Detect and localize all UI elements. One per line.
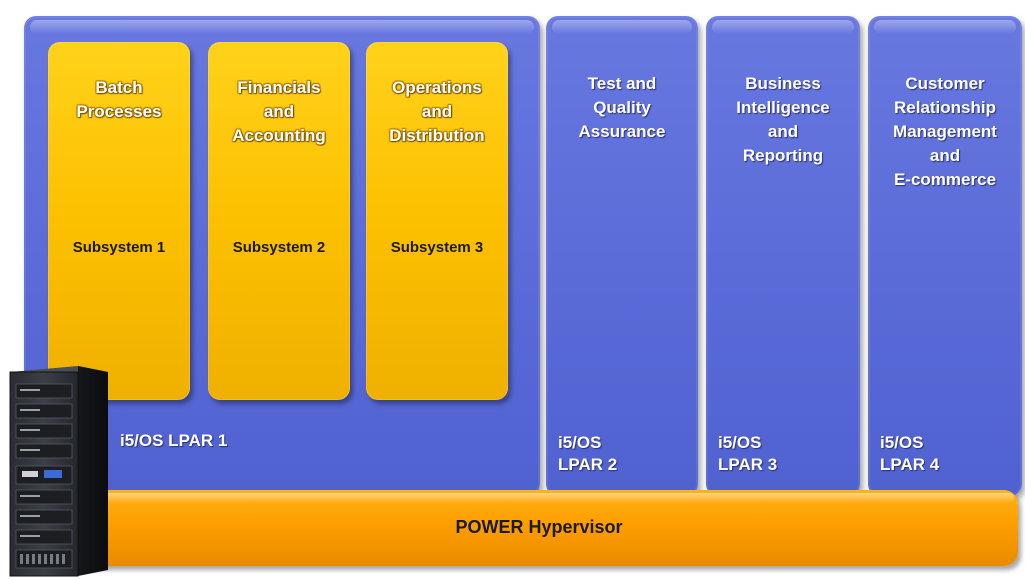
hypervisor-label: POWER Hypervisor [455, 517, 623, 537]
lpar-4-panel: Customer Relationship Management and E-c… [868, 16, 1022, 496]
subsystem-2-panel: Financials and Accounting Subsystem 2 [208, 42, 350, 400]
hypervisor-bar: POWER Hypervisor [60, 490, 1018, 566]
lpar-3-panel: Business Intelligence and Reporting i5/O… [706, 16, 860, 496]
lpar-3-title: Business Intelligence and Reporting [736, 74, 830, 165]
subsystem-2-label: Subsystem 2 [232, 239, 326, 256]
subsystem-1-label: Subsystem 1 [72, 239, 166, 256]
subsystem-1-title: Batch Processes [76, 78, 162, 121]
lpar-1-label: i5/OS LPAR 1 [120, 431, 228, 450]
subsystem-3-title: Operations and Distribution [389, 78, 485, 145]
lpar-2-title: Test and Quality Assurance [578, 74, 666, 141]
server-rack-icon [9, 366, 108, 577]
subsystem-3-label: Subsystem 3 [390, 239, 484, 256]
lpar-4-title: Customer Relationship Management and E-c… [893, 74, 997, 189]
subsystem-1-panel: Batch Processes Subsystem 1 [48, 42, 190, 400]
subsystem-2-title: Financials and Accounting [232, 78, 326, 145]
subsystem-3-panel: Operations and Distribution Subsystem 3 [366, 42, 508, 400]
lpar-4-label: i5/OS LPAR 4 [880, 433, 940, 474]
lpar-3-label: i5/OS LPAR 3 [718, 433, 778, 474]
lpar-2-label: i5/OS LPAR 2 [558, 433, 618, 474]
lpar-2-panel: Test and Quality Assurance i5/OS LPAR 2 [546, 16, 698, 496]
